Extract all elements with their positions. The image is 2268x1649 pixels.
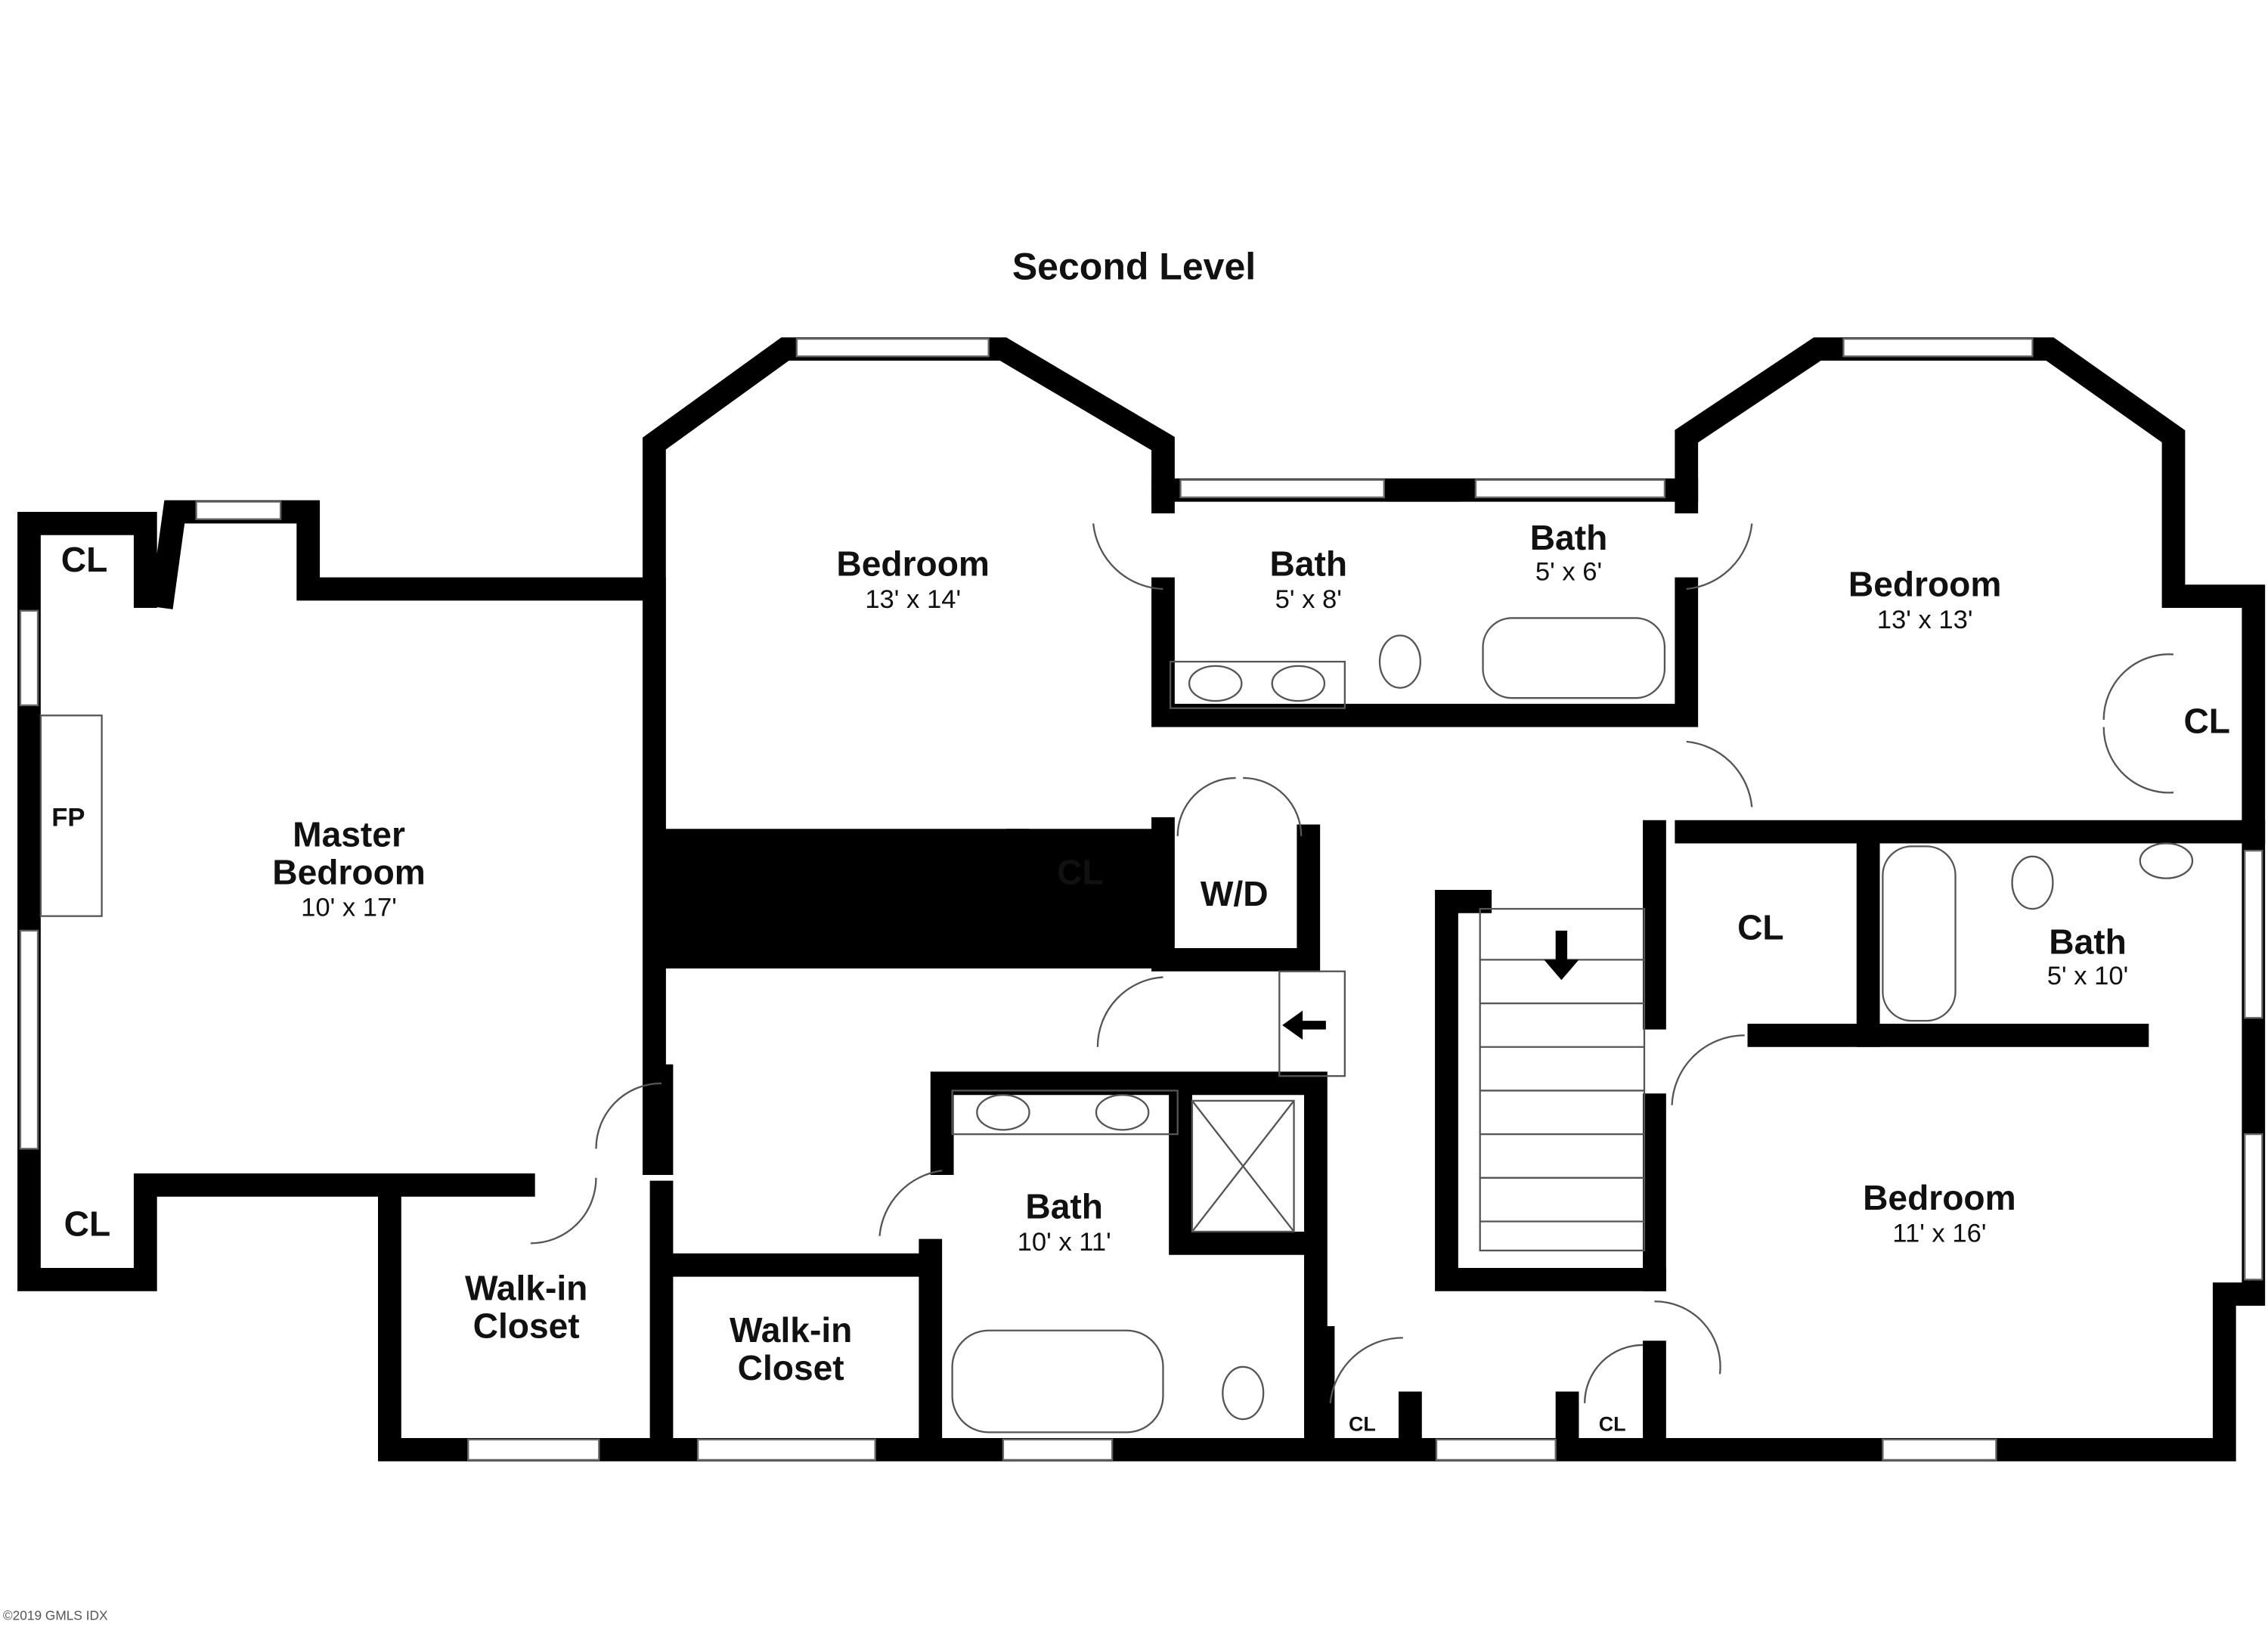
doors [530, 523, 2174, 1404]
bathtub [1482, 617, 1666, 699]
closet-label: CL [61, 540, 108, 579]
room-name: Bedroom [1848, 565, 2002, 604]
plan-title: Second Level [1012, 245, 1256, 287]
room-dimensions: 5' x 10' [2047, 962, 2129, 990]
toilet [1222, 1365, 1265, 1421]
left-arrow-icon [1282, 1010, 1326, 1040]
room-name: Bedroom [272, 852, 426, 891]
sink [976, 1094, 1030, 1131]
hall-wall-block [1388, 479, 1461, 502]
closet-label: CL [1057, 852, 1104, 891]
room-name: Bath [2049, 922, 2127, 962]
room-name: Bath [1025, 1187, 1103, 1226]
bathtub [951, 1329, 1164, 1434]
sink [1188, 665, 1243, 702]
room-name: Bedroom [836, 544, 990, 584]
stair-treads [1479, 959, 1644, 1223]
room-labels: CL CL FP Master Bedroom 10' x 17' Bedroo… [51, 518, 2230, 1435]
bathtub [1882, 845, 1957, 1022]
room-dimensions: 10' x 17' [301, 894, 397, 922]
fireplace-label: FP [51, 803, 85, 832]
room-name: Master [293, 814, 405, 854]
room-name: Bedroom [1863, 1178, 2016, 1217]
toilet [2011, 855, 2054, 910]
staircase [1479, 907, 1646, 1252]
windows [19, 338, 2263, 1461]
laundry-label: W/D [1201, 874, 1269, 913]
sink [2139, 842, 2194, 879]
fireplace-hearth [39, 714, 103, 917]
closet-label: CL [1737, 907, 1784, 947]
shower [1191, 1099, 1295, 1233]
stairs-down-arrow-icon [1544, 930, 1579, 981]
room-dimensions: 5' x 8' [1275, 585, 1342, 614]
sink [1271, 665, 1326, 702]
chute [1278, 970, 1346, 1077]
room-dimensions: 13' x 13' [1877, 606, 1973, 634]
closet-label: CL [1349, 1412, 1376, 1435]
chimney-mass [662, 829, 1163, 969]
room-name: Bath [1530, 518, 1608, 557]
toilet [1378, 634, 1421, 689]
room-name: Walk-in [730, 1310, 852, 1350]
room-name: Closet [473, 1306, 580, 1345]
closet-label: CL [1599, 1412, 1626, 1435]
copyright-notice: ©2019 GMLS IDX [3, 1607, 108, 1623]
room-dimensions: 5' x 6' [1535, 557, 1602, 586]
fixtures [39, 617, 2194, 1434]
closet-label: CL [2183, 701, 2230, 740]
room-dimensions: 10' x 11' [1018, 1228, 1111, 1257]
room-dimensions: 13' x 14' [865, 585, 961, 614]
room-name: Walk-in [465, 1268, 587, 1307]
room-name: Closet [738, 1348, 844, 1387]
closet-label: CL [64, 1204, 111, 1244]
room-name: Bath [1269, 544, 1347, 584]
sink [1095, 1094, 1150, 1131]
room-dimensions: 11' x 16' [1892, 1219, 1986, 1248]
